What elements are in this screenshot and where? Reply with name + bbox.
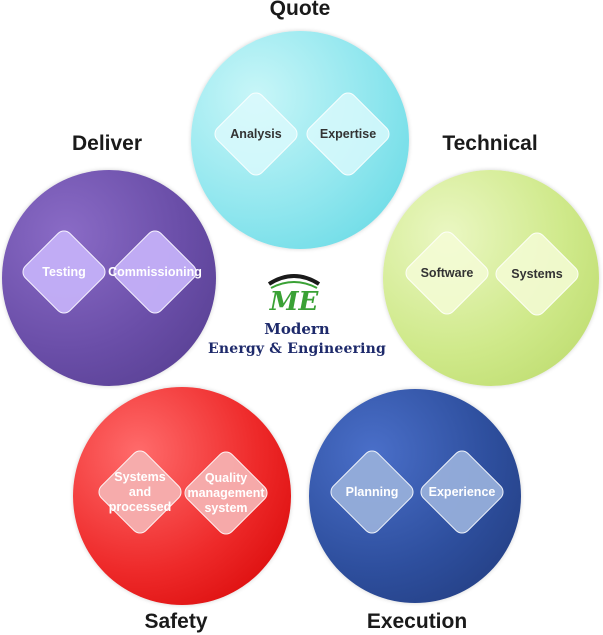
diamond-safety-quality: Quality management system: [180, 447, 272, 539]
title-technical: Technical: [442, 132, 538, 155]
diamond-label: Planning: [345, 484, 399, 499]
diamond-label: Testing: [42, 264, 86, 279]
diamond-technical-software: Software: [401, 227, 493, 319]
logo-line-2: Energy & Engineering: [207, 341, 387, 357]
diamond-label: Analysis: [230, 126, 282, 141]
diamond-execution-planning: Planning: [326, 446, 418, 538]
title-execution: Execution: [366, 610, 468, 633]
logo-line-1: Modern: [264, 320, 330, 338]
logo-mark-text: ME: [269, 287, 320, 316]
diamond-deliver-testing: Testing: [18, 226, 110, 318]
diamond-technical-systems: Systems: [491, 228, 583, 320]
company-logo-icon: ME: [267, 274, 321, 316]
title-quote: Quote: [269, 0, 331, 20]
diamond-label: Expertise: [319, 126, 377, 141]
diamond-deliver-commissioning: Commissioning: [108, 226, 202, 318]
diamond-label: Systems and processed: [108, 469, 172, 514]
diamond-execution-experience: Experience: [416, 446, 508, 538]
diamond-label: Quality management system: [187, 470, 265, 515]
diamond-label: Commissioning: [108, 264, 202, 279]
diamond-safety-systems: Systems and processed: [94, 446, 186, 538]
diamond-quote-expertise: Expertise: [302, 88, 394, 180]
diamond-label: Software: [420, 265, 474, 280]
diamond-label: Systems: [511, 266, 563, 281]
title-safety: Safety: [144, 610, 208, 633]
diamond-label: Experience: [428, 484, 496, 499]
diamond-quote-analysis: Analysis: [210, 88, 302, 180]
title-deliver: Deliver: [71, 132, 143, 155]
